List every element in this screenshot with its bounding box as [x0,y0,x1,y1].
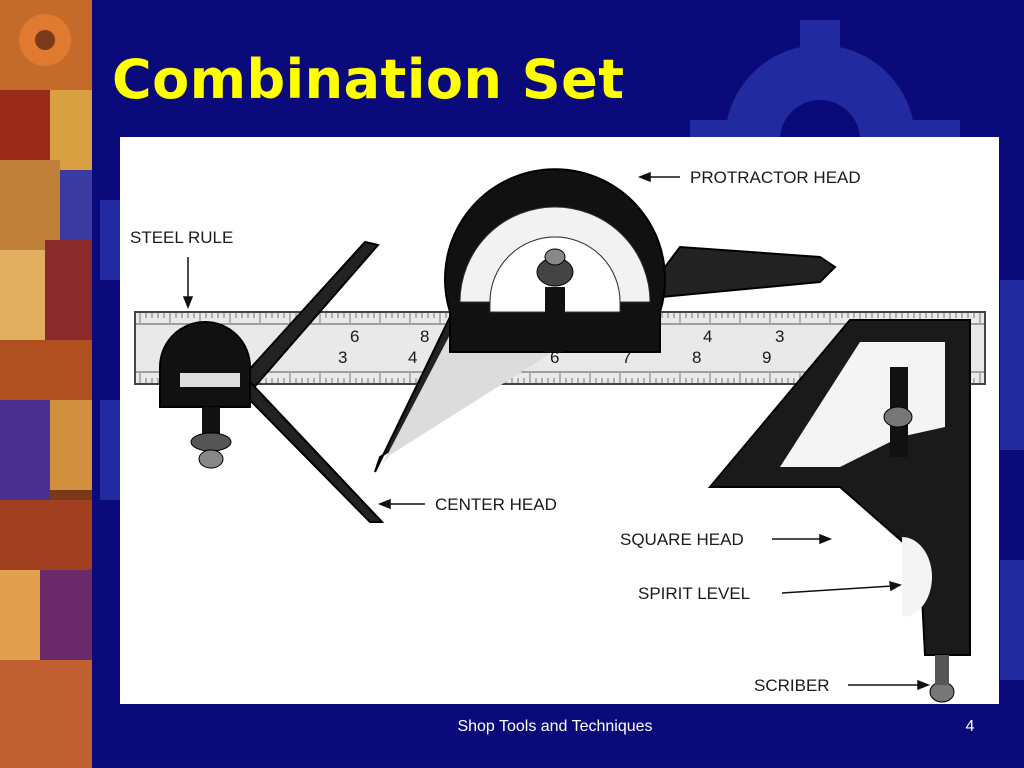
rule-number: 3 [338,348,347,367]
rule-number: 6 [550,348,559,367]
rule-number: 4 [408,348,417,367]
page-number: 4 [965,718,975,735]
decorative-side-strip [0,0,92,768]
label-protractor-head: PROTRACTOR HEAD [690,168,861,187]
label-square-head: SQUARE HEAD [620,530,744,549]
protractor-head-drawing [374,168,837,473]
rule-number: 8 [420,327,429,346]
footer-text: Shop Tools and Techniques [457,718,653,735]
rule-number: 7 [622,348,631,367]
label-steel-rule: STEEL RULE [130,228,233,247]
center-head-drawing [159,240,385,523]
label-center-head: CENTER HEAD [435,495,557,514]
rule-number: 9 [762,348,771,367]
rule-number: 3 [775,327,784,346]
rule-number: 6 [350,327,359,346]
rule-number: 8 [692,348,701,367]
rule-number: 4 [703,327,712,346]
square-head-drawing [707,319,971,703]
slide-title: Combination Set [112,48,625,111]
combination-set-diagram: 3 4 5 6 7 8 9 6 8 7 5 4 3 [120,137,999,704]
label-spirit-level: SPIRIT LEVEL [638,584,750,603]
label-scriber: SCRIBER [754,676,830,695]
combination-set-illustration: 3 4 5 6 7 8 9 6 8 7 5 4 3 [130,168,986,703]
callout-arrows [182,171,931,691]
